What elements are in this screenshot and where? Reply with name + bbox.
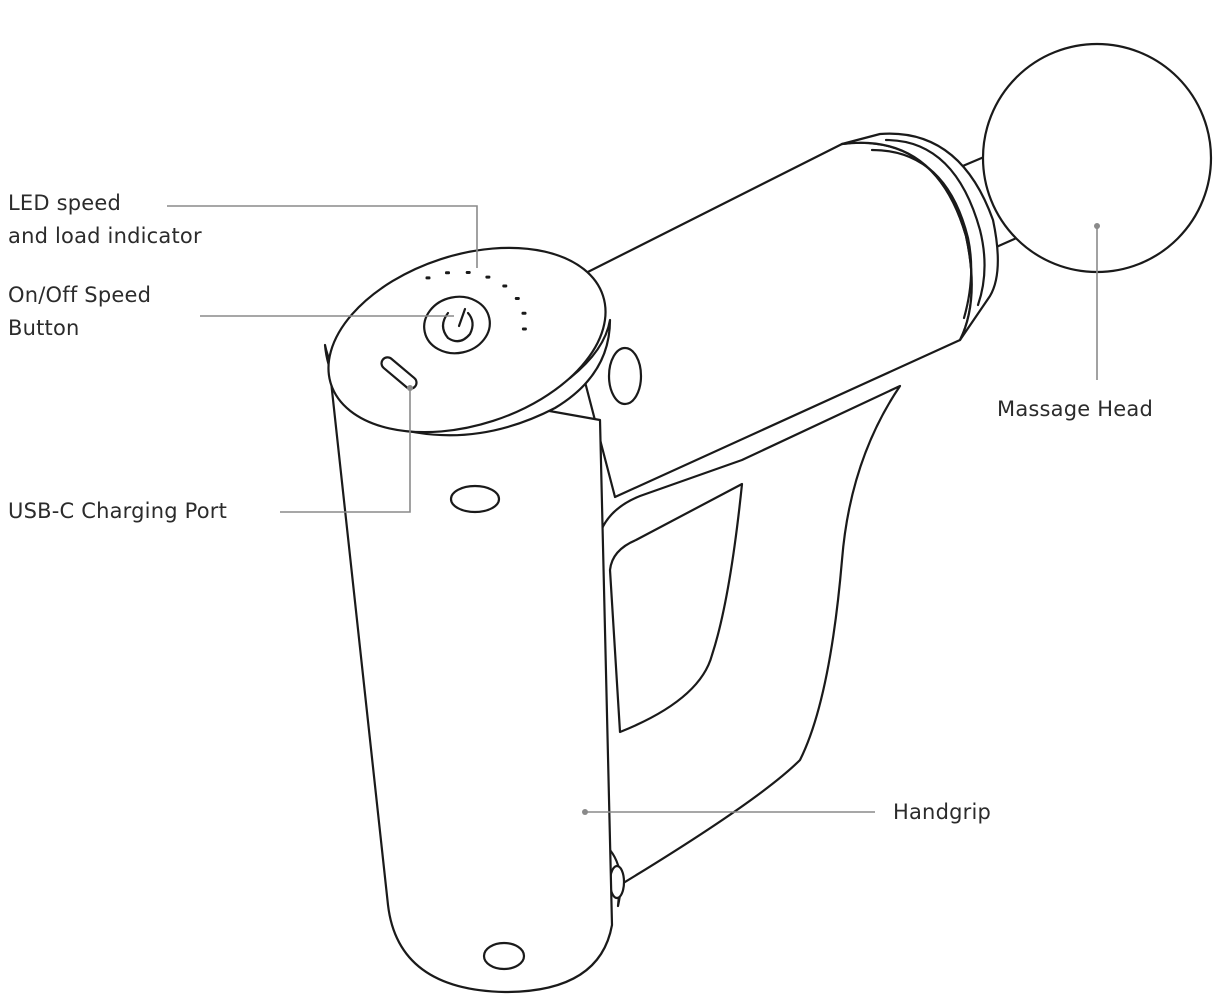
leader-massage-head-dot (1094, 223, 1100, 229)
main-body-cylinder (328, 370, 614, 994)
barrel (558, 132, 999, 499)
led-dot (485, 275, 491, 279)
handle (596, 384, 902, 908)
label-usb-port-text: USB-C Charging Port (8, 499, 228, 523)
label-power-button-line1: On/Off Speed (8, 283, 152, 307)
leader-handgrip-dot (582, 809, 588, 815)
leader-led (167, 205, 478, 268)
label-massage-head: Massage Head (997, 393, 1153, 426)
power-icon (441, 307, 474, 343)
barrel-ring-line (884, 138, 986, 307)
side-button (607, 346, 643, 406)
front-button (449, 484, 501, 514)
led-dot (521, 327, 527, 331)
top-cap (323, 246, 612, 437)
bottom-hole (482, 941, 526, 971)
label-led-indicator-line2: and load indicator (8, 224, 202, 248)
led-dot (465, 271, 471, 274)
led-dot (521, 311, 527, 315)
leader-usb (280, 388, 411, 513)
power-button (423, 295, 491, 355)
label-usb-port: USB-C Charging Port (8, 495, 227, 528)
leader-usb-dot (407, 385, 413, 391)
led-dot (502, 284, 508, 288)
led-indicator-dots (425, 271, 527, 331)
usb-c-port (380, 356, 418, 390)
label-led-indicator-line1: LED speed (8, 191, 122, 215)
label-massage-head-text: Massage Head (997, 397, 1153, 421)
barrel-ring-line-2 (870, 148, 973, 320)
led-dot (445, 271, 450, 275)
main-body (328, 370, 614, 994)
label-led-indicator: LED speed and load indicator (8, 187, 202, 253)
label-power-button: On/Off Speed Button (8, 279, 151, 345)
label-power-button-line2: Button (8, 316, 80, 340)
led-dot (425, 276, 431, 280)
barrel-body (558, 141, 973, 499)
leader-lines (167, 205, 1100, 815)
label-handgrip-text: Handgrip (893, 800, 992, 824)
label-handgrip: Handgrip (893, 796, 991, 829)
led-dot (514, 297, 520, 300)
handle-grip-opening (608, 482, 744, 734)
